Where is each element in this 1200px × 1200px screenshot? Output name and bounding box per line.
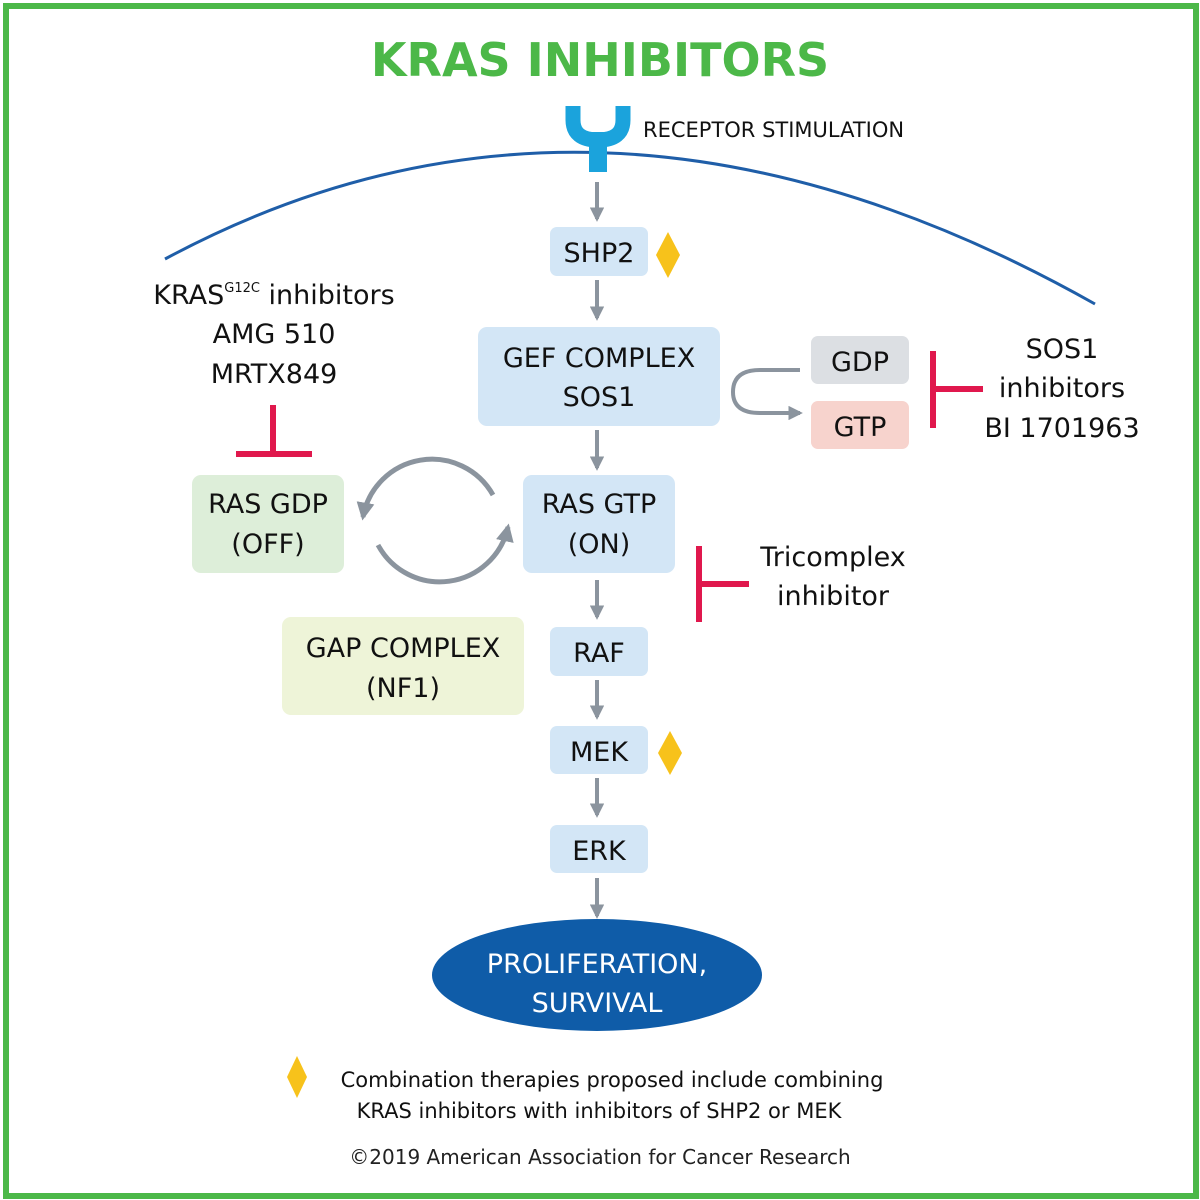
mek-combination-diamond-icon <box>658 731 682 775</box>
ras-gtp-label-line1: RAS GTP <box>542 489 657 520</box>
footnote-diamond-icon <box>287 1056 307 1098</box>
gef-complex-node: GEF COMPLEX SOS1 <box>478 327 720 426</box>
tricomplex-inhibition-bar <box>696 546 749 622</box>
erk-node: ERK <box>550 825 648 873</box>
arrow-on-to-off <box>356 456 496 521</box>
mek-label: MEK <box>570 737 629 768</box>
arrow-gdp-gtp-exchange <box>730 368 803 421</box>
erk-label: ERK <box>572 836 627 867</box>
kras-g12c-inhibitors-heading: KRASG12C inhibitors <box>153 280 394 311</box>
gef-label-line1: GEF COMPLEX <box>503 343 695 374</box>
sos1-inhibitor-line2: inhibitors <box>999 373 1125 404</box>
gtp-node: GTP <box>811 401 909 449</box>
gdp-node: GDP <box>811 336 909 384</box>
gtp-label: GTP <box>834 412 887 443</box>
raf-label: RAF <box>573 638 625 669</box>
page-border <box>3 3 1199 1199</box>
ras-gtp-on-node: RAS GTP (ON) <box>523 475 675 573</box>
footnote-line2: KRAS inhibitors with inhibitors of SHP2 … <box>357 1099 843 1123</box>
sos1-inhibitor-line1: SOS1 <box>1026 334 1099 365</box>
gap-complex-node: GAP COMPLEX (NF1) <box>282 617 524 715</box>
pathway-arrows <box>356 182 803 919</box>
kras-g12c-inhibition-bar <box>236 405 312 457</box>
gdp-label: GDP <box>831 347 889 378</box>
proliferation-survival-node: PROLIFERATION, SURVIVAL <box>432 919 762 1031</box>
cell-membrane <box>164 150 1096 306</box>
page-title: KRAS INHIBITORS <box>371 33 829 87</box>
kras-g12c-drug-2: MRTX849 <box>211 359 338 390</box>
outcome-label-line1: PROLIFERATION, <box>487 949 707 980</box>
gap-label-line2: (NF1) <box>366 673 440 704</box>
sos1-inhibitor-line3: BI 1701963 <box>984 413 1139 444</box>
arrow-off-to-on <box>375 523 514 585</box>
receptor-icon <box>565 106 631 172</box>
shp2-node: SHP2 <box>550 227 648 276</box>
shp2-combination-diamond-icon <box>656 232 680 278</box>
outcome-label-line2: SURVIVAL <box>532 988 663 1019</box>
ras-gdp-label-line1: RAS GDP <box>208 489 328 520</box>
tricomplex-inhibitor-line2: inhibitor <box>777 581 890 612</box>
footnote-line1: Combination therapies proposed include c… <box>341 1068 884 1092</box>
raf-node: RAF <box>550 627 648 676</box>
copyright-notice: ©2019 American Association for Cancer Re… <box>349 1145 850 1169</box>
ras-gtp-label-line2: (ON) <box>568 529 631 560</box>
kras-g12c-drug-1: AMG 510 <box>213 319 336 350</box>
tricomplex-inhibitor-line1: Tricomplex <box>759 542 906 573</box>
ras-gdp-off-node: RAS GDP (OFF) <box>192 475 344 573</box>
gef-label-line2: SOS1 <box>563 382 636 413</box>
gap-label-line1: GAP COMPLEX <box>306 633 501 664</box>
ras-gdp-label-line2: (OFF) <box>231 529 304 560</box>
shp2-label: SHP2 <box>564 238 635 269</box>
sos1-inhibition-bar <box>930 351 983 428</box>
mek-node: MEK <box>550 726 648 774</box>
receptor-label: RECEPTOR STIMULATION <box>643 118 904 142</box>
